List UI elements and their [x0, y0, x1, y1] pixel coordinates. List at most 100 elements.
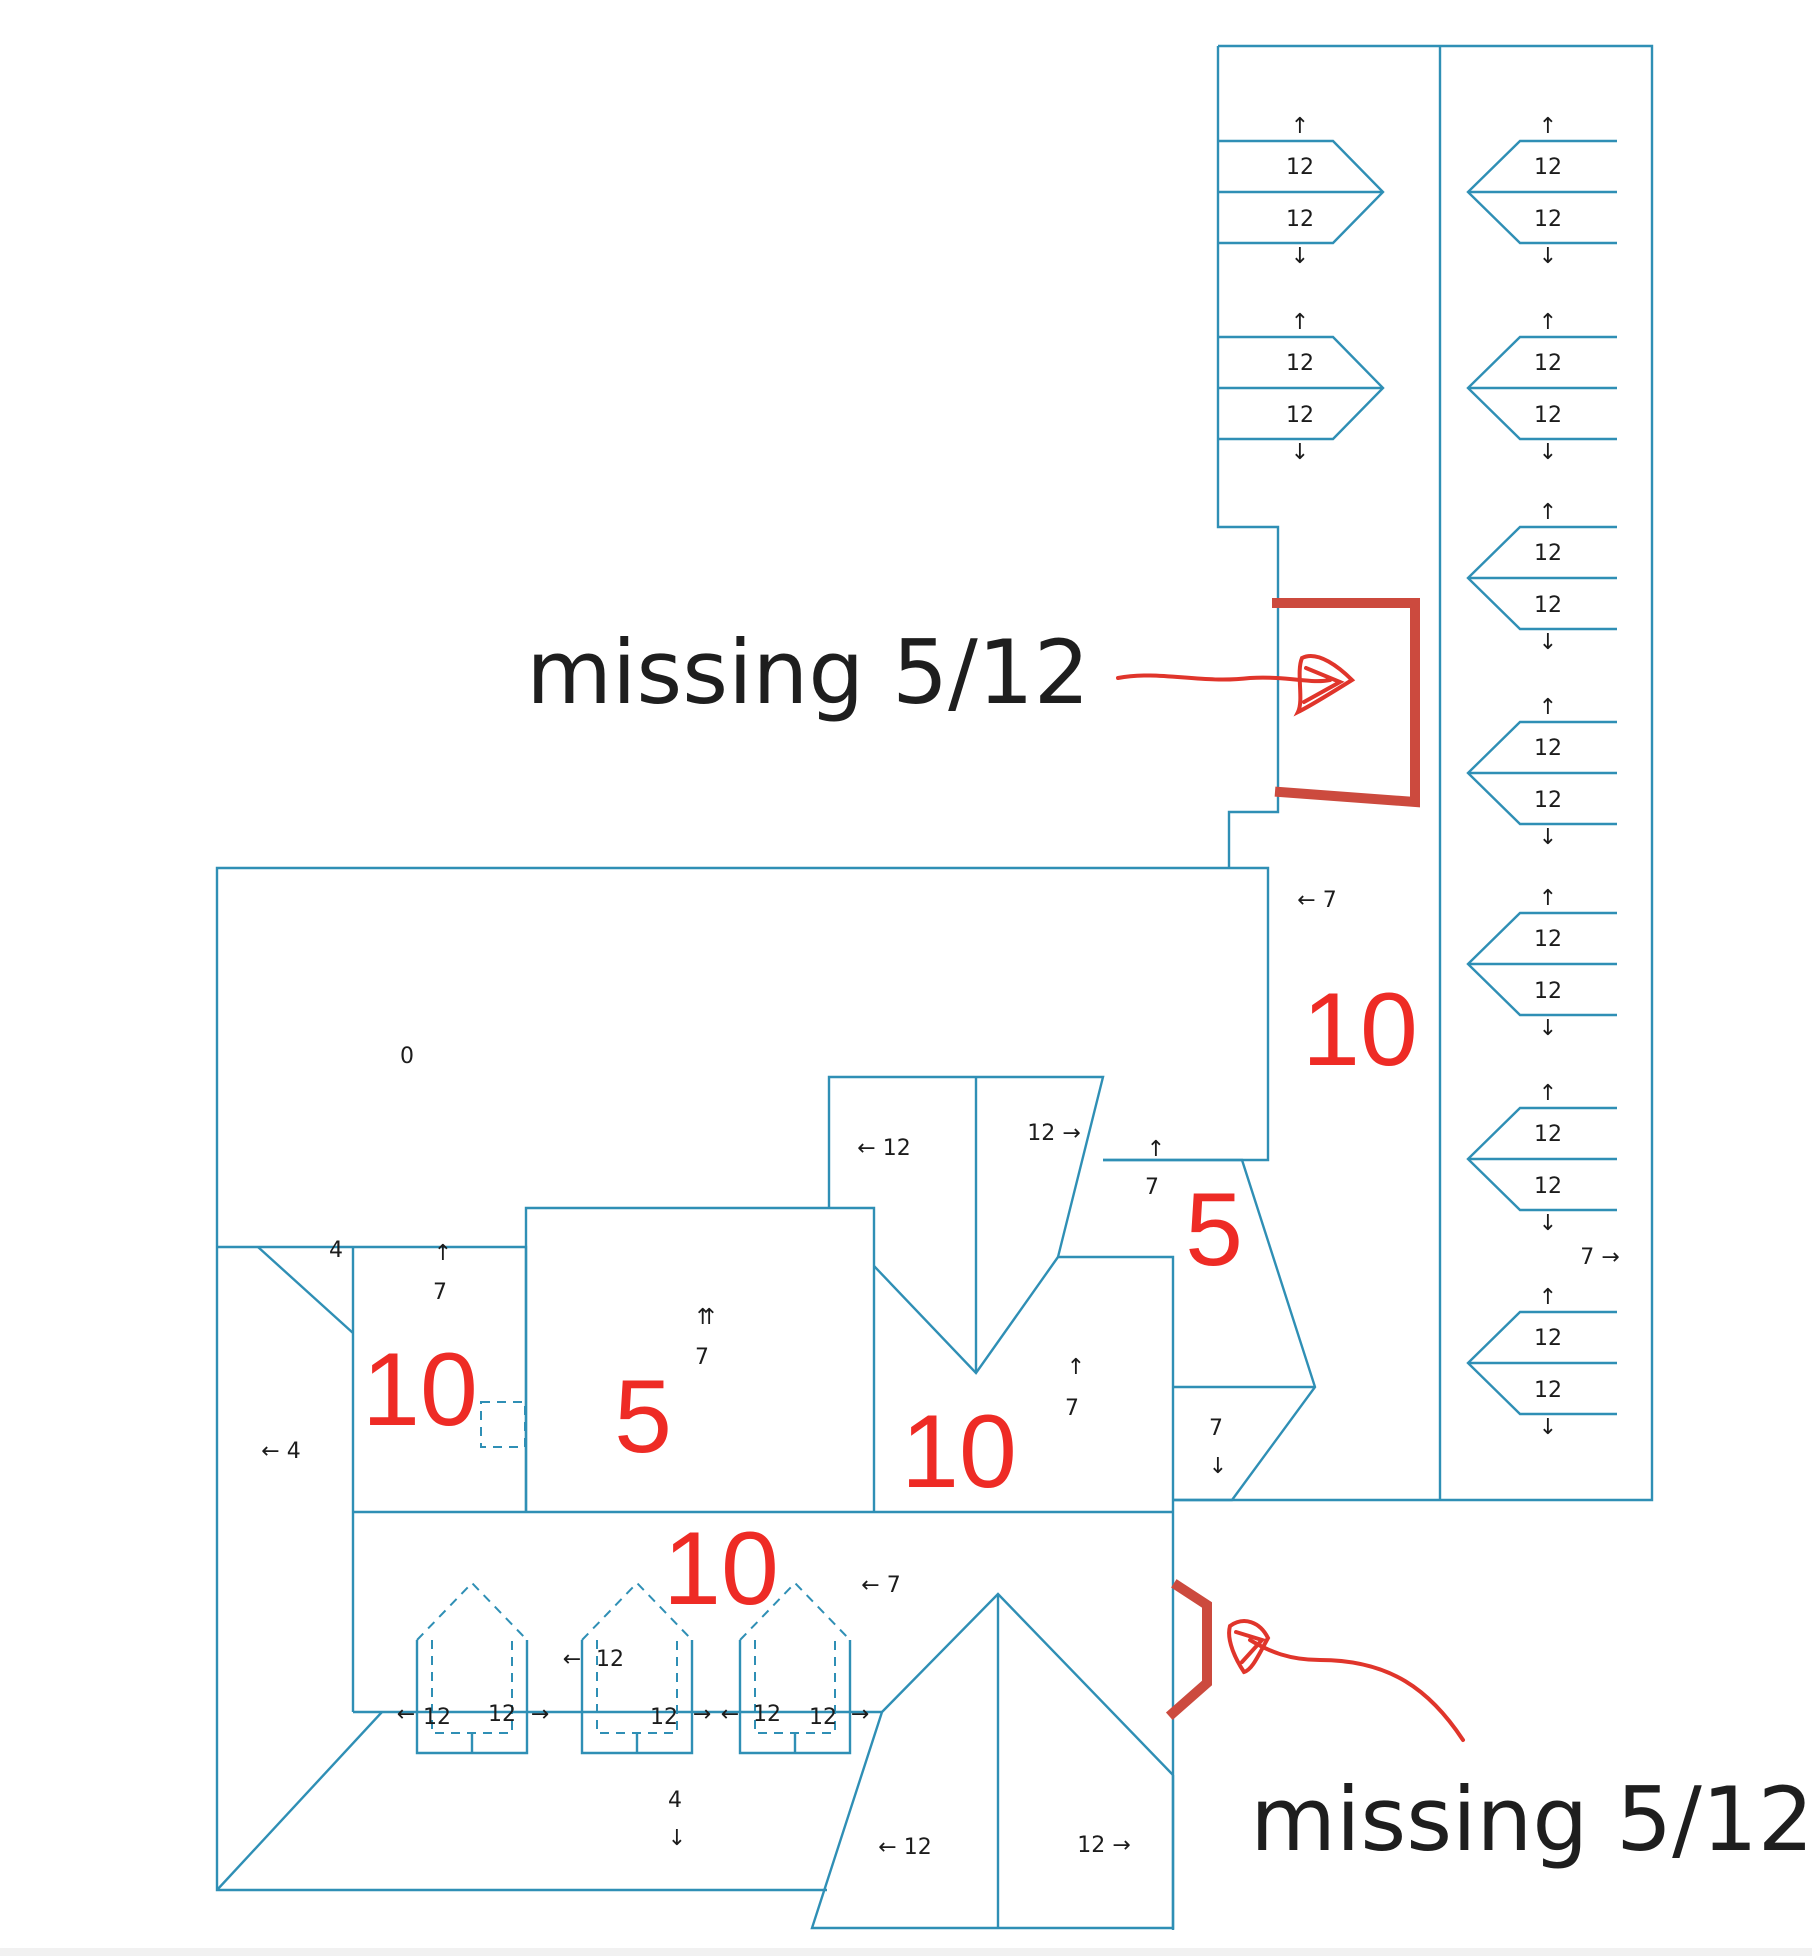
ink-arrow-bottom	[1248, 1638, 1465, 1742]
pitch-panel-right-7-bottom-value: 12	[1534, 1378, 1562, 1403]
pitch-panel-group	[1218, 139, 1617, 1416]
label-wing-corridor: ← 7	[1297, 888, 1337, 913]
big-label-step-pitch: 5	[1185, 1172, 1243, 1288]
pitch-panel-right-1-bottom-value: 12	[1534, 207, 1562, 232]
annotation-missing-top: missing 5/12	[526, 621, 1090, 724]
big-label-wing-pitch: 10	[1302, 972, 1418, 1088]
label-bottom-down-arrow: ↓	[667, 1826, 687, 1851]
pitch-panel-right-5-bottom-value: 12	[1534, 979, 1562, 1004]
right-wing-outline	[1173, 44, 1654, 1502]
label-dormer-2-top: 12	[596, 1647, 624, 1672]
label-main-flat: 0	[400, 1044, 414, 1069]
bottom-gable	[881, 1592, 1174, 1776]
pitch-panel-right-4-down-arrow: ↓	[1538, 825, 1558, 850]
pitch-panel-right-1-up-arrow: ↑	[1538, 114, 1558, 139]
center-flat-block	[524, 1206, 876, 1512]
big-label-center-pitch: 5	[614, 1359, 672, 1475]
pitch-panel-left-1-top-value: 12	[1286, 155, 1314, 180]
label-dormer-3-right-arrow: →	[850, 1702, 870, 1727]
label-bottom-down: 4	[668, 1788, 682, 1813]
center-valley	[873, 1256, 1059, 1375]
center-gable	[827, 1075, 1105, 1258]
label-dormer-2-top-arrow: ←	[562, 1647, 582, 1672]
bottom-gable-body	[810, 1711, 1175, 1930]
pitch-panel-right-4-up-arrow: ↑	[1538, 695, 1558, 720]
pitch-panel-right-1-down-arrow: ↓	[1538, 244, 1558, 269]
annotation-missing-bottom: missing 5/12	[1250, 1768, 1812, 1871]
pitch-panel-right-6-top-value: 12	[1534, 1122, 1562, 1147]
dormer-2-roof	[581, 1581, 693, 1641]
label-center-right-gable: 12 →	[1027, 1121, 1081, 1146]
label-step-up-arrow: ↑	[1146, 1137, 1166, 1162]
right-mid-block	[1058, 1255, 1175, 1512]
main-block-outline	[215, 866, 1270, 1247]
label-bottom-gable-left: ← 12	[878, 1835, 932, 1860]
label-dormer-3-right: 12	[809, 1705, 837, 1730]
pitch-panel-left-2-down-arrow: ↓	[1290, 440, 1310, 465]
label-right-low-down: 7	[1209, 1416, 1223, 1441]
pitch-panel-right-2-top-value: 12	[1534, 351, 1562, 376]
label-dormer-2-right: 12	[650, 1705, 678, 1730]
pitch-panel-right-5-up-arrow: ↑	[1538, 886, 1558, 911]
pitch-panel-right-1-top-value: 12	[1534, 155, 1562, 180]
pitch-panel-left-1-up-arrow: ↑	[1290, 114, 1310, 139]
pitch-panel-left-2-top-value: 12	[1286, 351, 1314, 376]
label-left-corner: 4	[329, 1238, 343, 1263]
label-left-up-arrow: ↑	[433, 1241, 453, 1266]
pitch-panel-right-6-down-arrow: ↓	[1538, 1211, 1558, 1236]
pitch-panel-right-2-bottom-value: 12	[1534, 403, 1562, 428]
pitch-panel-right-4-top-value: 12	[1534, 736, 1562, 761]
pitch-panel-right-7-up-arrow: ↑	[1538, 1285, 1558, 1310]
pitch-panel-right-5-down-arrow: ↓	[1538, 1016, 1558, 1041]
pitch-panel-right-3-bottom-value: 12	[1534, 593, 1562, 618]
lower-left-hip	[216, 1711, 383, 1891]
pitch-panel-right-6-bottom-value: 12	[1534, 1174, 1562, 1199]
missing-marker-top	[1272, 598, 1420, 808]
pitch-panel-right-3-up-arrow: ↑	[1538, 500, 1558, 525]
pitch-panel-right-2-up-arrow: ↑	[1538, 310, 1558, 335]
label-center-right-up: 7	[1065, 1396, 1079, 1421]
ink-arrow-top	[1116, 673, 1332, 684]
ink-arrow-head-top	[1293, 654, 1356, 717]
pitch-panel-right-7-top-value: 12	[1534, 1326, 1562, 1351]
bottom-edge-bar	[0, 1948, 1812, 1956]
label-right-low-down-arrow: ↓	[1208, 1454, 1228, 1479]
dormer-group	[415, 1581, 852, 1755]
pitch-panel-right-5-top-value: 12	[1534, 927, 1562, 952]
label-step-up: 7	[1145, 1175, 1159, 1200]
pitch-panel-left-2-up-arrow: ↑	[1290, 310, 1310, 335]
label-center-right-up-arrow: ↑	[1066, 1355, 1086, 1380]
label-center-double-up-arrow: ⇈	[696, 1305, 716, 1330]
pitch-panel-right-4-bottom-value: 12	[1534, 788, 1562, 813]
pitch-panel-right-3-top-value: 12	[1534, 541, 1562, 566]
label-dormer-3-left-arrow: ←	[720, 1702, 740, 1727]
label-dormer-1-left: 12	[423, 1705, 451, 1730]
label-bottom-gable-right: 12 →	[1077, 1833, 1131, 1858]
pitch-panel-right-3-down-arrow: ↓	[1538, 630, 1558, 655]
chimney	[480, 1401, 526, 1448]
dormer-1-roof	[416, 1581, 528, 1641]
label-dormer-3-left: 12	[753, 1702, 781, 1727]
label-dormer-2-right-arrow: →	[692, 1702, 712, 1727]
left-corner-valley	[257, 1246, 354, 1334]
pitch-panel-right-6-up-arrow: ↑	[1538, 1081, 1558, 1106]
label-center-left-gable: ← 12	[857, 1136, 911, 1161]
pitch-panel-right-2-down-arrow: ↓	[1538, 440, 1558, 465]
big-label-left-pitch: 10	[362, 1332, 478, 1448]
big-label-lower-pitch: 10	[663, 1511, 779, 1627]
pitch-panel-left-2-bottom-value: 12	[1286, 403, 1314, 428]
label-dormer-1-right-arrow: →	[530, 1702, 550, 1727]
label-dormer-1-left-arrow: ←	[396, 1702, 416, 1727]
dormer-3-roof	[739, 1581, 851, 1641]
label-lower-west: ← 7	[861, 1573, 901, 1598]
pitch-panel-right-7-down-arrow: ↓	[1538, 1415, 1558, 1440]
label-center-double-up: 7	[695, 1345, 709, 1370]
label-left-up: 7	[433, 1280, 447, 1305]
right-wing-left-edge	[1216, 46, 1280, 868]
label-left-west: ← 4	[261, 1439, 301, 1464]
pitch-panel-left-1-bottom-value: 12	[1286, 207, 1314, 232]
label-wing-east: 7 →	[1580, 1245, 1620, 1270]
big-label-center-right-pitch: 10	[901, 1394, 1017, 1510]
